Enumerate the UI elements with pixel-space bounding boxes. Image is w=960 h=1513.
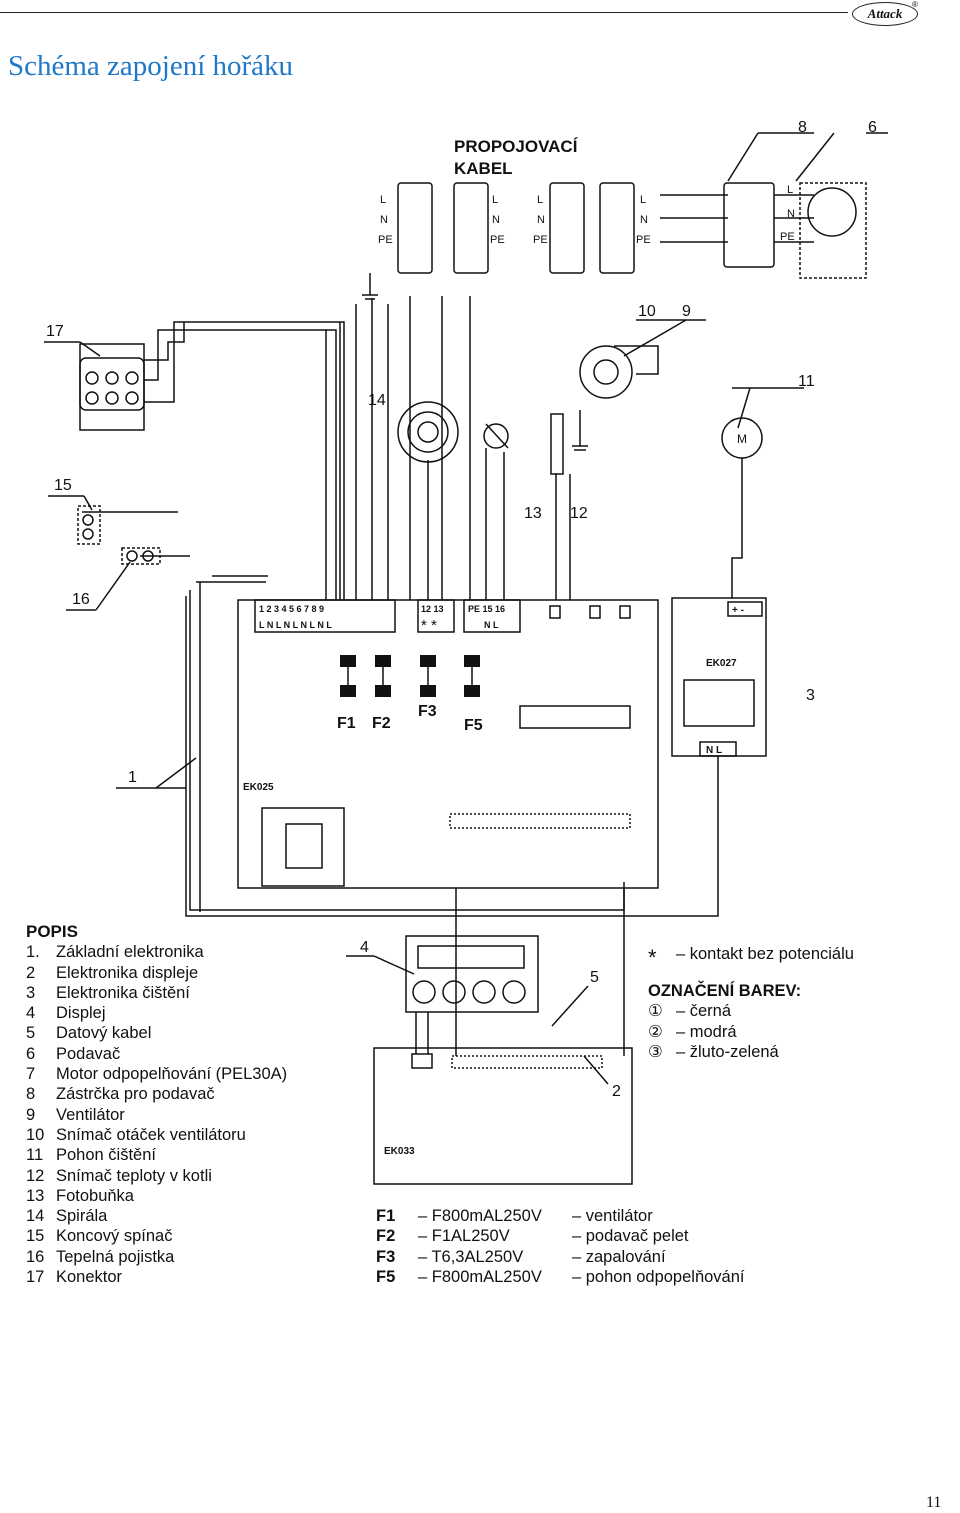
star-symbol: *: [648, 945, 657, 970]
callout-5: 5: [590, 969, 599, 986]
description-item: 1.Základní elektronika: [26, 943, 204, 962]
wire-label-pe: PE: [780, 231, 795, 243]
motor-label: M: [737, 432, 747, 446]
callout-2: 2: [612, 1083, 621, 1100]
callout-9: 9: [682, 303, 691, 320]
callout-14: 14: [368, 392, 386, 409]
board-label-ek033: EK033: [384, 1146, 415, 1157]
svg-text:N: N: [380, 214, 388, 226]
description-heading: POPIS: [26, 922, 78, 941]
page-title: Schéma zapojení hořáku: [8, 50, 294, 82]
svg-text:L: L: [492, 194, 498, 206]
display-board: 4 5 2 EK033: [346, 888, 633, 1185]
svg-text:N L: N L: [484, 620, 499, 630]
fuse-row: F5– F800mAL250V– pohon odpopelňování: [376, 1267, 745, 1286]
svg-text:N: N: [537, 214, 545, 226]
svg-text:1 2 3 4 5 6 7 8 9: 1 2 3 4 5 6 7 8 9: [259, 604, 324, 614]
cleaning-board: + - EK027 N L: [185, 596, 767, 917]
cable-label-2: KABEL: [454, 159, 513, 178]
callout-10: 10: [638, 303, 656, 320]
components: M: [397, 345, 763, 598]
fuse-f3: F3: [418, 703, 437, 720]
svg-text:PE: PE: [636, 234, 651, 246]
fuse-row: F3– T6,3AL250V– zapalování: [376, 1247, 666, 1266]
svg-text:PE: PE: [490, 234, 505, 246]
callout-8: 8: [798, 119, 807, 136]
svg-text:12 13: 12 13: [421, 604, 444, 614]
callout-12: 12: [570, 505, 588, 522]
fuse-f1: F1: [337, 715, 356, 732]
svg-text:L: L: [640, 194, 646, 206]
legend: *– kontakt bez potenciálu OZNAČENÍ BAREV…: [648, 944, 854, 1063]
fuse-row: F1– F800mAL250V– ventilátor: [376, 1207, 653, 1225]
trademark-mark: ®: [912, 0, 918, 9]
legend-color-row: ③– žluto-zelená: [648, 1043, 779, 1061]
svg-text:+ -: + -: [732, 605, 744, 616]
legend-star-row: *– kontakt bez potenciálu: [648, 945, 854, 970]
fuse-table: F1– F800mAL250V– ventilátor F2– F1AL250V…: [376, 1206, 745, 1287]
board-label-ek025: EK025: [243, 782, 274, 793]
page-number: 11: [926, 1494, 942, 1511]
connector-17: [79, 321, 345, 600]
svg-text:PE 15 16: PE 15 16: [468, 604, 505, 614]
callout-15: 15: [54, 477, 72, 494]
svg-text:* *: * *: [421, 617, 437, 634]
callout-4: 4: [360, 939, 369, 956]
cable-label-1: PROPOJOVACÍ: [454, 137, 579, 156]
header-rule: [0, 12, 848, 13]
callout-11: 11: [798, 373, 815, 390]
legend-color-row: ②– modrá: [648, 1022, 737, 1041]
callout-13: 13: [524, 505, 542, 522]
svg-text:L: L: [537, 194, 543, 206]
main-board: 1 2 3 4 5 6 7 8 9 L N L N L N L N L 12 1…: [237, 599, 659, 889]
svg-text:N: N: [492, 214, 500, 226]
brand-logo: Attack: [852, 2, 918, 26]
legend-color-row: ①– černá: [648, 1002, 732, 1020]
fuse-f5: F5: [464, 717, 483, 734]
svg-text:L N L N L N L N L: L N L N L N L N L: [259, 620, 332, 630]
svg-text:L: L: [380, 194, 386, 206]
svg-text:N: N: [640, 214, 648, 226]
callout-1: 1: [128, 769, 137, 786]
svg-text:PE: PE: [378, 234, 393, 246]
svg-text:PE: PE: [533, 234, 548, 246]
callout-17: 17: [46, 323, 64, 340]
wire-label-n: N: [787, 208, 795, 220]
callout-3: 3: [806, 687, 815, 704]
wire-label-l: L: [787, 184, 793, 196]
callout-6: 6: [868, 119, 877, 136]
board-label-ek027: EK027: [706, 658, 737, 669]
legend-colors-heading: OZNAČENÍ BAREV:: [648, 981, 802, 1000]
svg-text:N L: N L: [706, 745, 722, 756]
fuse-row: F2– F1AL250V– podavač pelet: [376, 1227, 689, 1246]
fuse-f2: F2: [372, 715, 391, 732]
callout-16: 16: [72, 591, 90, 608]
